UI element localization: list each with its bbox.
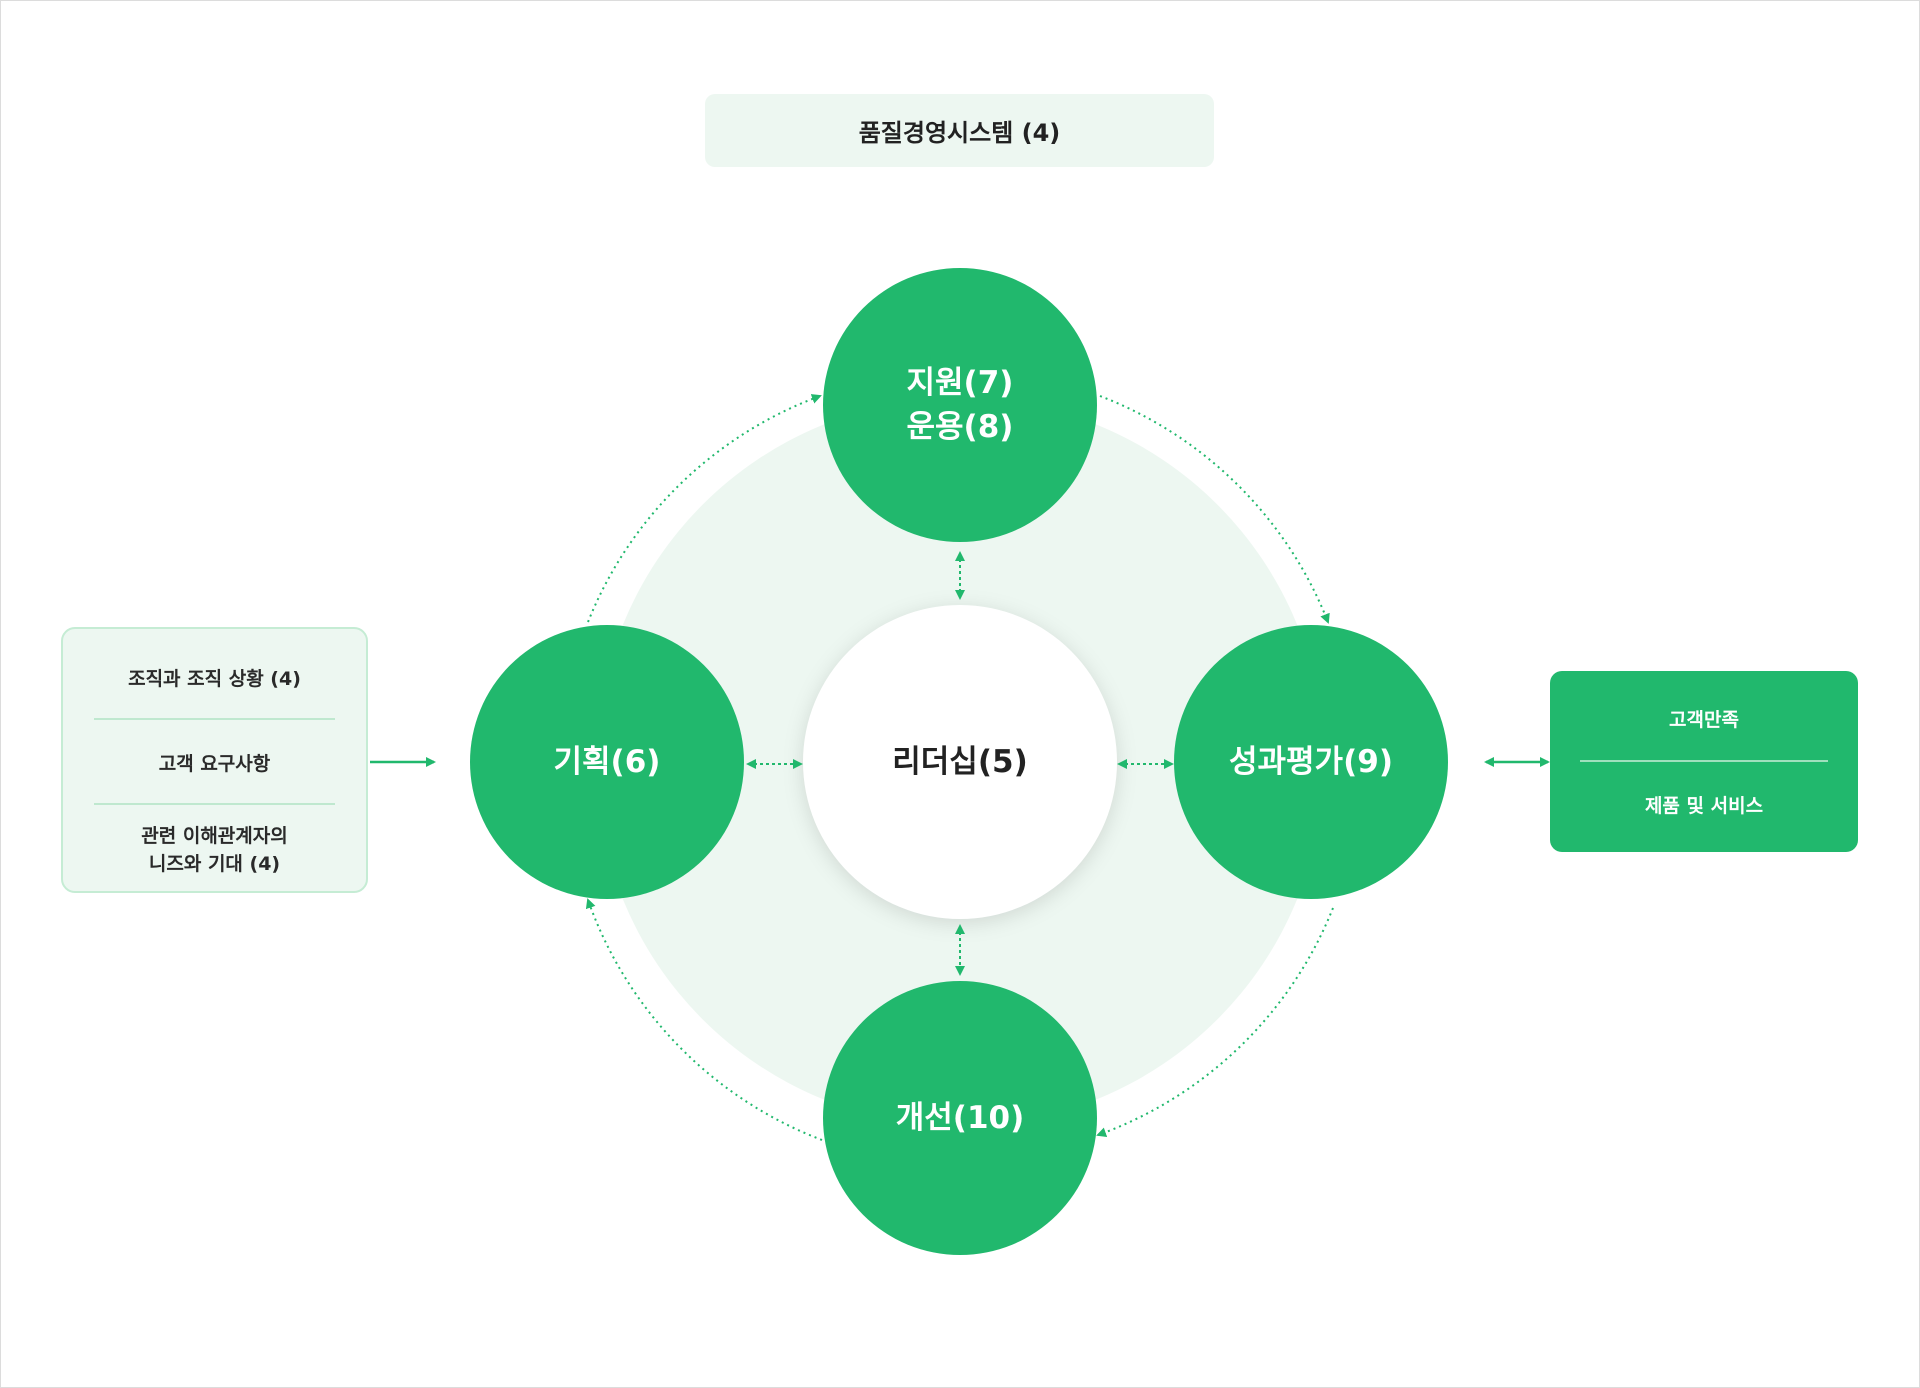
input-stakeholders-line2: 니즈와 기대 (4) <box>148 853 281 875</box>
input-context: 조직과 조직 상황 (4) <box>128 668 301 690</box>
label-planning: 기획(6) <box>553 744 661 780</box>
label-improvement: 개선(10) <box>895 1100 1025 1136</box>
outputs-box: 고객만족 제품 및 서비스 <box>1550 671 1858 852</box>
inputs-box: 조직과 조직 상황 (4) 고객 요구사항 관련 이해관계자의 니즈와 기대 (… <box>61 627 368 893</box>
output-customer-satisfaction: 고객만족 <box>1669 709 1739 731</box>
divider <box>94 803 335 805</box>
label-leadership: 리더십(5) <box>892 744 1028 780</box>
divider <box>94 718 335 720</box>
arc-evaluation-to-improvement <box>1096 907 1334 1137</box>
circle-evaluation <box>1174 625 1448 899</box>
label-evaluation: 성과평가(9) <box>1229 744 1393 780</box>
page-title: 품질경영시스템 (4) <box>705 94 1214 167</box>
label-operation: 운용(8) <box>906 409 1014 445</box>
output-products-services: 제품 및 서비스 <box>1644 795 1764 817</box>
circle-leadership <box>803 605 1117 919</box>
label-support: 지원(7) <box>906 365 1014 401</box>
divider <box>1580 760 1828 762</box>
circle-support-operation <box>823 268 1097 542</box>
circle-planning <box>470 625 744 899</box>
circle-improvement <box>823 981 1097 1255</box>
input-stakeholders-line1: 관련 이해관계자의 <box>141 825 288 847</box>
label-support-operation: 지원(7) 운용(8) <box>823 268 1097 542</box>
input-customer-requirements: 고객 요구사항 <box>158 753 271 775</box>
arc-planning-to-support <box>587 394 822 623</box>
